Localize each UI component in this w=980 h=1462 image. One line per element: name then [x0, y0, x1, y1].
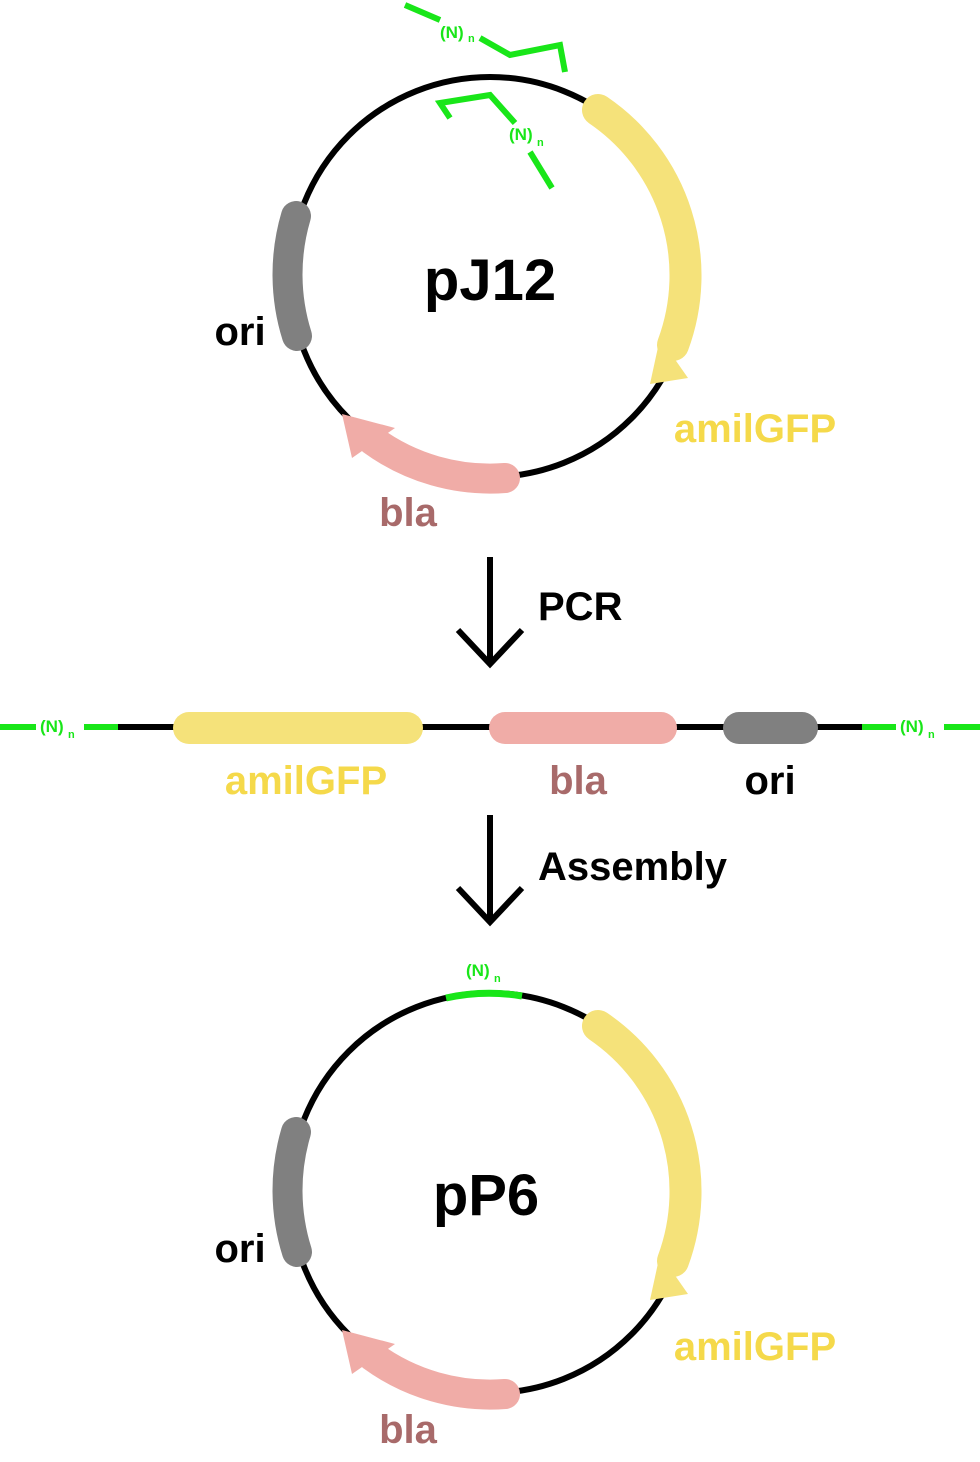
pp6-amilgfp-arrowhead — [650, 1254, 688, 1300]
pp6-bla-label: bla — [379, 1408, 438, 1452]
linear-amilgfp-label: amilGFP — [225, 759, 387, 803]
pp6-junction-segment — [445, 989, 523, 1002]
pp6-junction-sub: n — [494, 973, 501, 985]
reverse-primer — [434, 91, 518, 125]
assembly-step: Assembly — [455, 815, 728, 927]
pj12-bla-segment — [357, 425, 520, 494]
left-overhang-sub: n — [68, 729, 75, 741]
pp6-bla-arrowhead — [342, 1330, 395, 1374]
linear-product: (N) n (N) n amilGFP bla ori — [0, 712, 980, 803]
pj12-bla-label: bla — [379, 491, 438, 535]
pp6-name: pP6 — [433, 1163, 539, 1228]
pcr-step: PCR — [455, 557, 623, 669]
plasmid-pj12: (N) n (N) n pJ12 ori amilGFP bla — [214, 2, 836, 535]
linear-bla-label: bla — [549, 759, 608, 803]
forward-primer-tail — [478, 35, 568, 73]
pcr-arrow-head — [455, 627, 525, 669]
reverse-primer-overhang-label: (N) — [509, 125, 533, 144]
left-overhang-label: (N) — [40, 717, 64, 736]
assembly-arrow-head — [455, 885, 525, 927]
forward-primer-overhang-label: (N) — [440, 23, 464, 42]
pj12-amilgfp-arrowhead — [650, 338, 688, 384]
linear-amilgfp-segment — [173, 712, 423, 744]
linear-bla-segment — [489, 712, 677, 744]
pcr-label: PCR — [538, 585, 623, 629]
reverse-primer-tail — [527, 150, 555, 190]
pj12-amilgfp-segment — [582, 94, 702, 361]
forward-primer-overhang-sub: n — [468, 33, 475, 45]
right-overhang-label: (N) — [900, 717, 924, 736]
pj12-bla-arrowhead — [342, 414, 395, 458]
plasmid-pp6: (N) n pP6 ori amilGFP bla — [214, 961, 836, 1452]
pp6-junction-label: (N) — [466, 961, 490, 980]
forward-primer — [403, 2, 442, 23]
pp6-ori-segment — [272, 1117, 312, 1267]
pj12-amilgfp-label: amilGFP — [674, 407, 836, 451]
right-overhang-sub: n — [928, 729, 935, 741]
pp6-ori-label: ori — [214, 1227, 265, 1271]
pj12-ori-label: ori — [214, 310, 265, 354]
pj12-name: pJ12 — [424, 248, 556, 313]
pp6-amilgfp-label: amilGFP — [674, 1325, 836, 1369]
reverse-primer-overhang-sub: n — [537, 137, 544, 149]
assembly-label: Assembly — [538, 845, 728, 889]
linear-ori-label: ori — [744, 759, 795, 803]
pp6-bla-segment — [357, 1341, 520, 1410]
pj12-ori-segment — [272, 201, 312, 351]
linear-ori-segment — [723, 712, 818, 744]
pp6-amilgfp-segment — [582, 1010, 702, 1277]
